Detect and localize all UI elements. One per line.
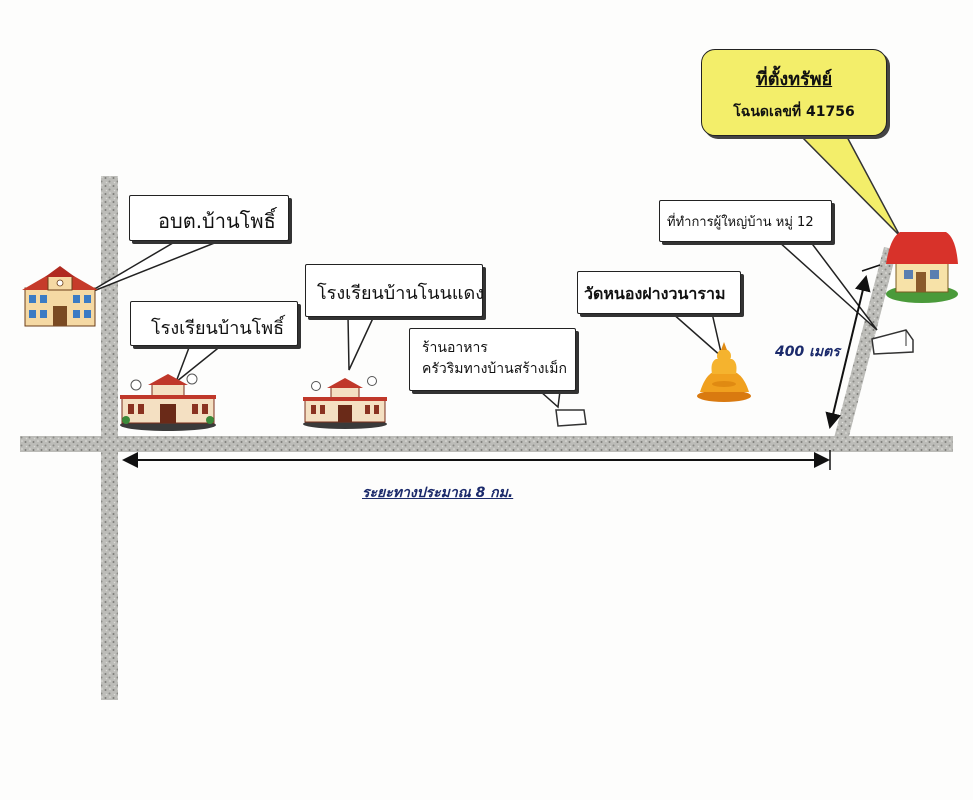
- school-pho-label: โรงเรียนบ้านโพธิ์: [151, 318, 285, 339]
- restaurant-callout: ร้านอาหาร ครัวริมทางบ้านสร้างเม็ก: [409, 328, 576, 391]
- side-distance-arrow: [825, 275, 871, 429]
- village-headman-label: ที่ทำการผู้ใหญ่บ้าน หมู่ 12: [667, 215, 814, 230]
- side-distance-tick: [861, 264, 881, 272]
- sao-label: อบต.บ้านโพธิ์: [158, 209, 276, 233]
- school-pho-callout: โรงเรียนบ้านโพธิ์: [130, 301, 298, 346]
- main-road: [20, 436, 953, 452]
- temple-label: วัดหนองฝางวนาราม: [584, 284, 726, 303]
- shop-box-icon: [555, 409, 587, 427]
- school-icon: [303, 376, 387, 429]
- school-non-daeng-callout: โรงเรียนบ้านโนนแดง: [305, 264, 484, 317]
- property-callout: ที่ตั้งทรัพย์ โฉนดเลขที่ 41756: [701, 49, 887, 136]
- shop-box-icon: [871, 329, 914, 355]
- main-road-distance-label: ระยะทางประมาณ 8 กม.: [362, 485, 514, 501]
- school-non-daeng-label: โรงเรียนบ้านโนนแดง: [317, 283, 484, 304]
- property-title: ที่ตั้งทรัพย์: [755, 69, 833, 90]
- restaurant-label-line2: ครัวริมทางบ้านสร้างเม็ก: [422, 361, 567, 377]
- property-deed: โฉนดเลขที่ 41756: [733, 104, 855, 120]
- house-icon: [886, 232, 958, 303]
- cross-road: [101, 176, 118, 700]
- buddha-statue-icon: [697, 342, 751, 402]
- school-icon: [120, 373, 216, 431]
- municipal-building-icon: [22, 266, 98, 327]
- sao-callout: อบต.บ้านโพธิ์: [129, 195, 289, 241]
- temple-callout: วัดหนองฝางวนาราม: [577, 271, 741, 314]
- restaurant-label-line1: ร้านอาหาร: [422, 340, 488, 356]
- side-road-distance-label: 400 เมตร: [775, 344, 840, 360]
- village-headman-callout: ที่ทำการผู้ใหญ่บ้าน หมู่ 12: [659, 200, 832, 242]
